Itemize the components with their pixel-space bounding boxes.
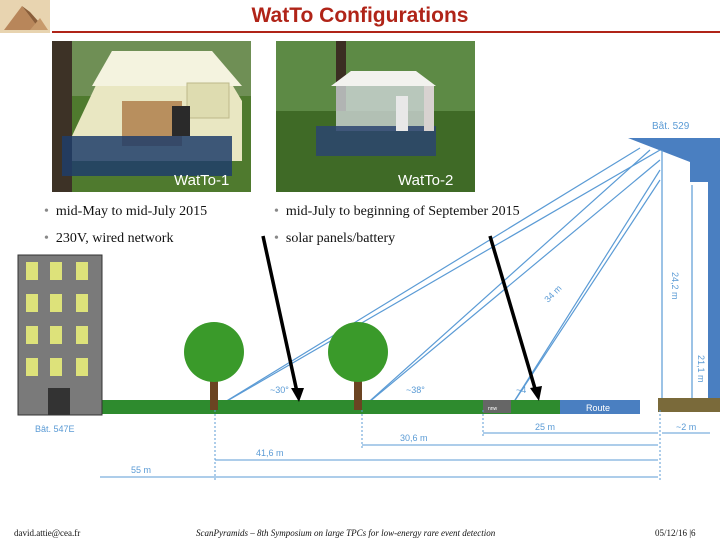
- building-529-base: [658, 398, 720, 412]
- footer-event: ScanPyramids – 8th Symposium on large TP…: [196, 528, 496, 538]
- sight-lines: [214, 147, 693, 409]
- tree-2: [328, 322, 388, 410]
- label-dist-55: 55 m: [131, 465, 151, 475]
- label-angle-2: ~38°: [406, 385, 425, 395]
- wattto-2-caption: WatTo-2: [398, 172, 454, 189]
- arrow-head-2: [530, 386, 542, 401]
- building-547e: [17, 254, 103, 416]
- bullet-left-2: •230V, wired network: [44, 231, 174, 246]
- label-angle-3: ~4: [516, 385, 526, 395]
- label-dist-25: 25 m: [535, 422, 555, 432]
- bullet-right-1: •mid-July to beginning of September 2015: [274, 204, 520, 219]
- title-divider: [52, 31, 720, 33]
- label-dist-2: ~2 m: [676, 422, 696, 432]
- detector-arrows: [261, 235, 538, 393]
- slide-title: WatTo Configurations: [251, 4, 469, 27]
- dimension-lines: [100, 410, 710, 480]
- wattto-1-photo: WatTo-1: [52, 41, 251, 192]
- building-529: [628, 138, 720, 398]
- label-height-24: 24,2 m: [670, 272, 680, 300]
- label-detector-box: nnw: [488, 406, 498, 412]
- arrow-head-1: [291, 388, 304, 402]
- detector-box: [483, 400, 511, 413]
- footer-date-page: 05/12/16 |6: [655, 528, 696, 538]
- footer-author: david.attie@cea.fr: [14, 528, 81, 538]
- pyramid-logo: [0, 0, 50, 33]
- label-dist-41: 41,6 m: [256, 448, 284, 458]
- wattto-2-photo: WatTo-2: [276, 41, 475, 192]
- label-diag-34: 34 m: [542, 283, 563, 304]
- label-building-547e: Bât. 547E: [35, 424, 75, 434]
- label-building-529: Bât. 529: [652, 121, 690, 132]
- wattto-1-caption: WatTo-1: [174, 172, 230, 189]
- tree-1: [184, 322, 244, 410]
- label-height-21: 21,1 m: [696, 355, 706, 383]
- ground: [100, 400, 640, 414]
- road: [560, 400, 640, 414]
- label-angle-1: ~30°: [270, 385, 289, 395]
- label-dist-30: 30,6 m: [400, 433, 428, 443]
- bullet-left-1: •mid-May to mid-July 2015: [44, 204, 208, 219]
- bullet-right-2: •solar panels/battery: [274, 231, 396, 246]
- label-road: Route: [586, 403, 610, 413]
